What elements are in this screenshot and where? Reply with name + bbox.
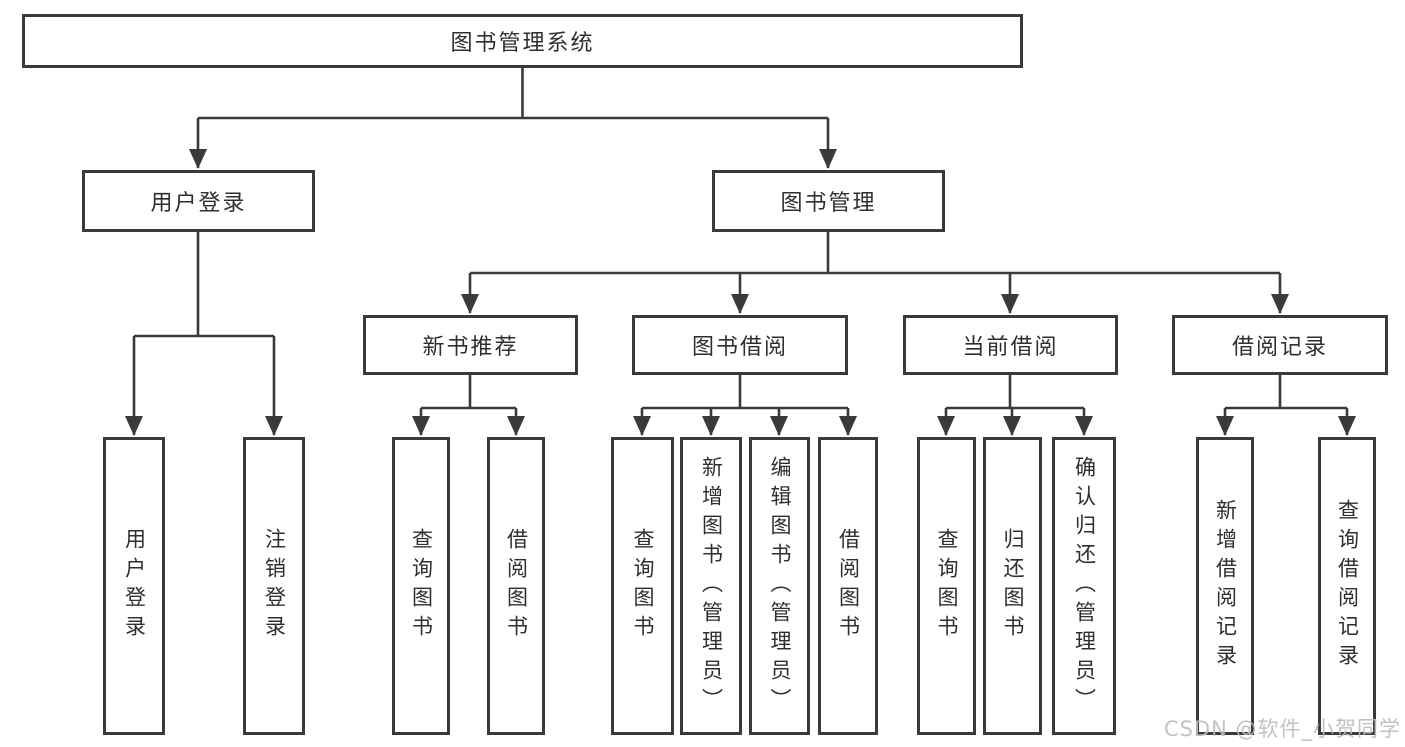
leaf-br-query-record: 查询借阅记录	[1318, 437, 1376, 735]
node-borrowing-records: 借阅记录	[1172, 315, 1388, 375]
leaf-bb-query-books: 查询图书	[611, 437, 674, 735]
leaf-nb-borrow-books: 借阅图书	[487, 437, 545, 735]
node-current-borrowing: 当前借阅	[903, 315, 1118, 375]
leaf-cb-return-books: 归还图书	[983, 437, 1042, 735]
leaf-bb-edit-book-admin: 编辑图书（管理员）	[749, 437, 810, 735]
leaf-br-add-record: 新增借阅记录	[1196, 437, 1254, 735]
leaf-user-login: 用户登录	[103, 437, 165, 735]
csdn-watermark: CSDN @软件_小贺同学	[1163, 717, 1401, 741]
node-book-borrowing: 图书借阅	[632, 315, 848, 375]
node-new-book-recommendation: 新书推荐	[363, 315, 578, 375]
node-user-login: 用户登录	[82, 170, 315, 232]
node-book-management: 图书管理	[712, 170, 945, 232]
leaf-bb-borrow-books: 借阅图书	[818, 437, 878, 735]
leaf-bb-add-book-admin: 新增图书（管理员）	[680, 437, 742, 735]
node-library-management-system: 图书管理系统	[22, 14, 1023, 68]
leaf-cb-confirm-return-admin: 确认归还（管理员）	[1052, 437, 1116, 735]
leaf-nb-query-books: 查询图书	[392, 437, 450, 735]
leaf-logout: 注销登录	[243, 437, 305, 735]
leaf-cb-query-books: 查询图书	[917, 437, 976, 735]
